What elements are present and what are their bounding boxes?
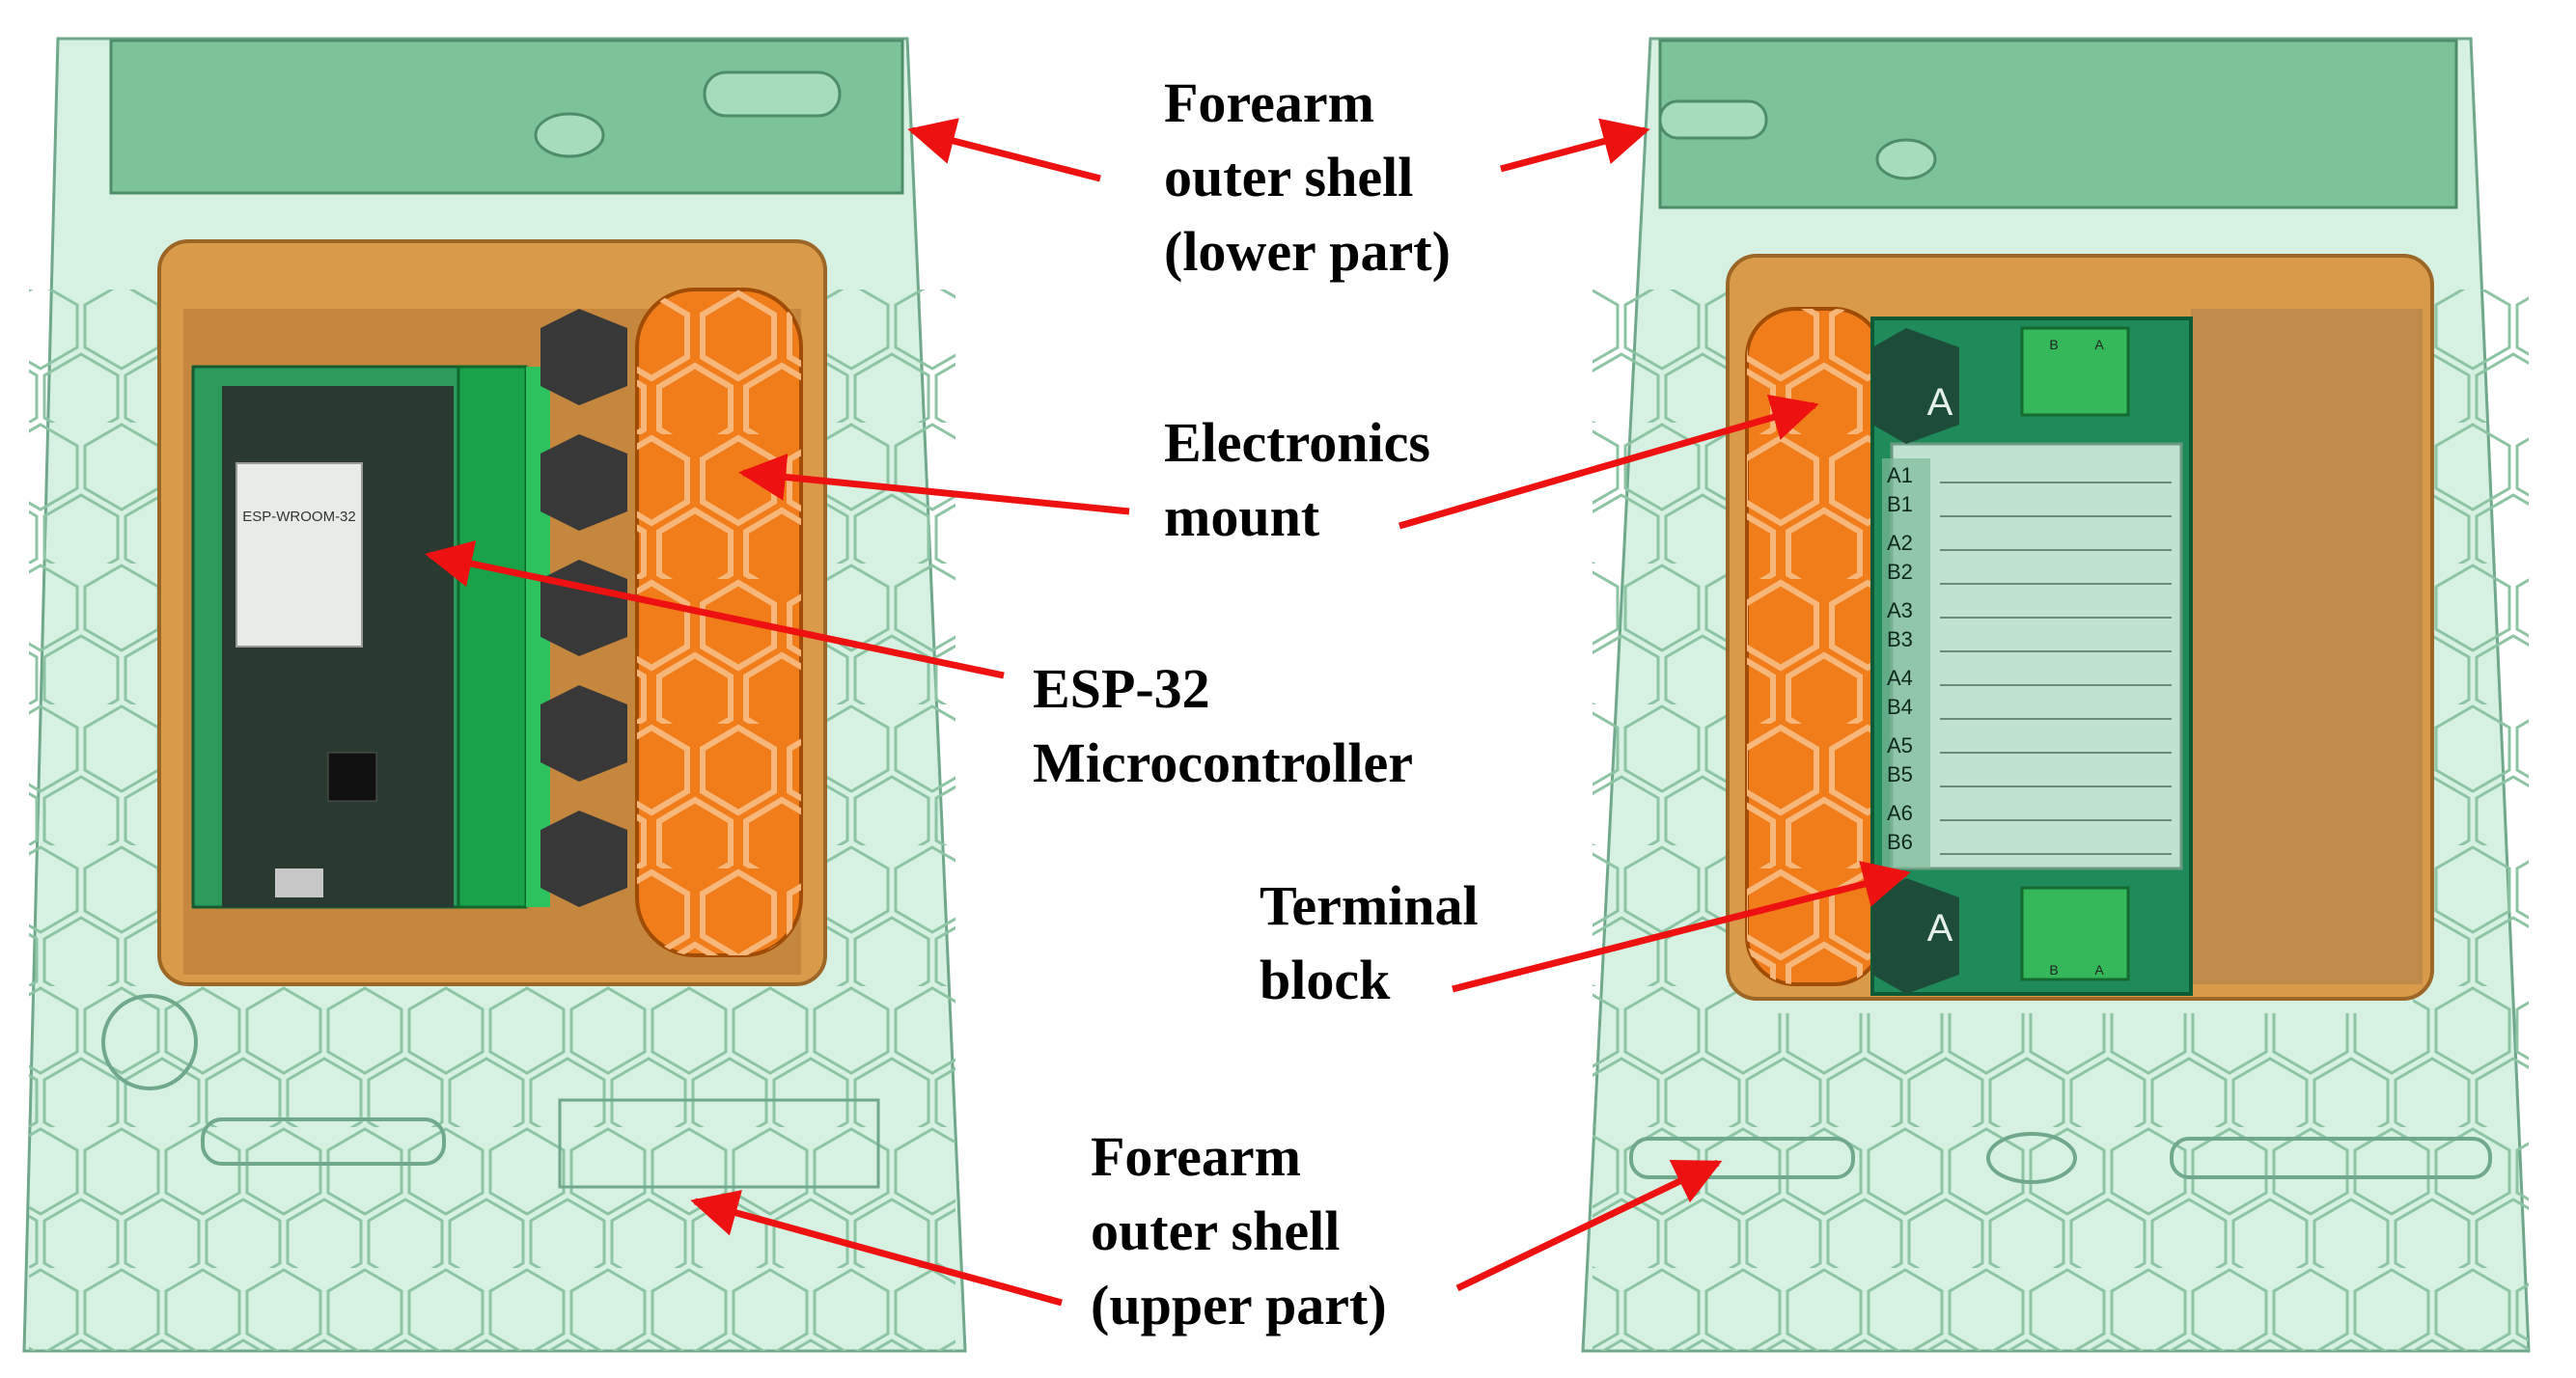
channel-label: B1 — [1887, 492, 1913, 516]
left-esp32-module-text: ESP-WROOM-32 — [242, 509, 356, 525]
right-screw-label-top-a: A — [2094, 337, 2104, 352]
right-orange-lattice — [1747, 309, 1882, 984]
label-line: Terminal — [1260, 874, 1479, 937]
label-line: ESP-32 — [1033, 657, 1210, 720]
right-screw-label-bottom-b: B — [2049, 962, 2058, 978]
label-esp32: ESP-32 Microcontroller — [1033, 651, 1413, 800]
right-hex-cover-top — [1872, 328, 1959, 444]
right-shell-hole — [1986, 1132, 2077, 1184]
right-channel-labels: A1 B1 A2 B2 A3 B3 A4 B4 A5 B5 A6 B6 — [1882, 458, 1930, 868]
label-line: (lower part) — [1164, 220, 1451, 283]
right-lower-shell-hole — [1875, 138, 1937, 180]
right-screw-terminal-bottom — [2020, 886, 2130, 981]
left-orange-lattice — [637, 289, 801, 955]
left-shell-slot — [558, 1098, 880, 1189]
channel-label: A3 — [1887, 598, 1913, 622]
right-shell-pin-right — [2170, 1137, 2492, 1179]
right-mount-back — [2191, 309, 2423, 984]
label-line: block — [1260, 949, 1391, 1011]
arrow-forearm-upper-left — [690, 1190, 1063, 1307]
channel-label: A4 — [1887, 666, 1913, 690]
left-view: ESP-WROOM-32 — [22, 37, 967, 1353]
right-terminal-body — [1890, 442, 2183, 870]
label-forearm-lower: Forearm outer shell (lower part) — [1164, 66, 1451, 289]
annotation-arrows — [425, 118, 1911, 1307]
left-lower-shell — [109, 39, 904, 195]
right-screw-terminal-top — [2020, 326, 2130, 417]
left-esp32-usb — [275, 868, 323, 897]
channel-label: B4 — [1887, 695, 1913, 719]
right-lower-shell — [1658, 39, 2458, 209]
arrow-electronics-mount — [738, 454, 1130, 515]
right-letter-a-bottom: A — [1927, 907, 1953, 950]
channel-label: B2 — [1887, 560, 1913, 584]
left-lower-shell-hole — [534, 112, 605, 158]
label-forearm-upper: Forearm outer shell (upper part) — [1091, 1119, 1387, 1342]
label-terminal-block: Terminal block — [1260, 868, 1479, 1017]
arrow-forearm-lower-left — [907, 118, 1101, 182]
right-hex-lattice-bottom — [1747, 1013, 2413, 1351]
channel-label: A6 — [1887, 801, 1913, 825]
right-lower-shell-slot — [1658, 99, 1768, 140]
channel-label: A1 — [1887, 463, 1913, 487]
label-line: outer shell — [1164, 146, 1414, 208]
label-line: outer shell — [1091, 1199, 1341, 1262]
label-electronics-mount: Electronics mount — [1164, 405, 1430, 554]
label-line: Forearm — [1091, 1125, 1301, 1188]
channel-label: A2 — [1887, 531, 1913, 555]
left-esp32-module — [235, 462, 363, 648]
label-line: mount — [1164, 485, 1320, 548]
right-terminal-rows — [1940, 482, 2172, 855]
arrow-esp32 — [425, 540, 1005, 679]
channel-label: B5 — [1887, 762, 1913, 786]
channel-label: A5 — [1887, 733, 1913, 758]
arrow-forearm-lower-right — [1500, 118, 1650, 173]
right-view: B A B A A A A1 B1 A2 B2 A3 B3 A4 B4 A5 B… — [1581, 37, 2531, 1353]
right-screw-label-bottom-a: A — [2094, 962, 2104, 978]
channel-label: B6 — [1887, 830, 1913, 854]
arrow-terminal-block — [1452, 861, 1911, 993]
right-shell-pin-left — [1629, 1137, 1855, 1179]
label-line: Forearm — [1164, 71, 1374, 134]
left-esp32-chip — [327, 752, 377, 802]
channel-label: B3 — [1887, 627, 1913, 651]
left-header-strip-1 — [457, 365, 528, 909]
left-shell-pin — [201, 1117, 446, 1166]
label-line: (upper part) — [1091, 1274, 1387, 1337]
left-lower-shell-slot — [703, 70, 842, 118]
label-line: Microcontroller — [1033, 731, 1414, 794]
left-hex-lattice-bottom — [222, 965, 791, 1351]
arrow-electronics-mount-right — [1399, 394, 1819, 530]
label-line: Electronics — [1164, 411, 1430, 474]
right-letter-a-top: A — [1927, 381, 1953, 424]
right-hex-cover-bottom — [1872, 878, 1959, 994]
left-shell-boss-1 — [101, 994, 198, 1090]
arrow-forearm-upper-right — [1455, 1159, 1723, 1292]
right-screw-label-top-b: B — [2049, 337, 2058, 352]
